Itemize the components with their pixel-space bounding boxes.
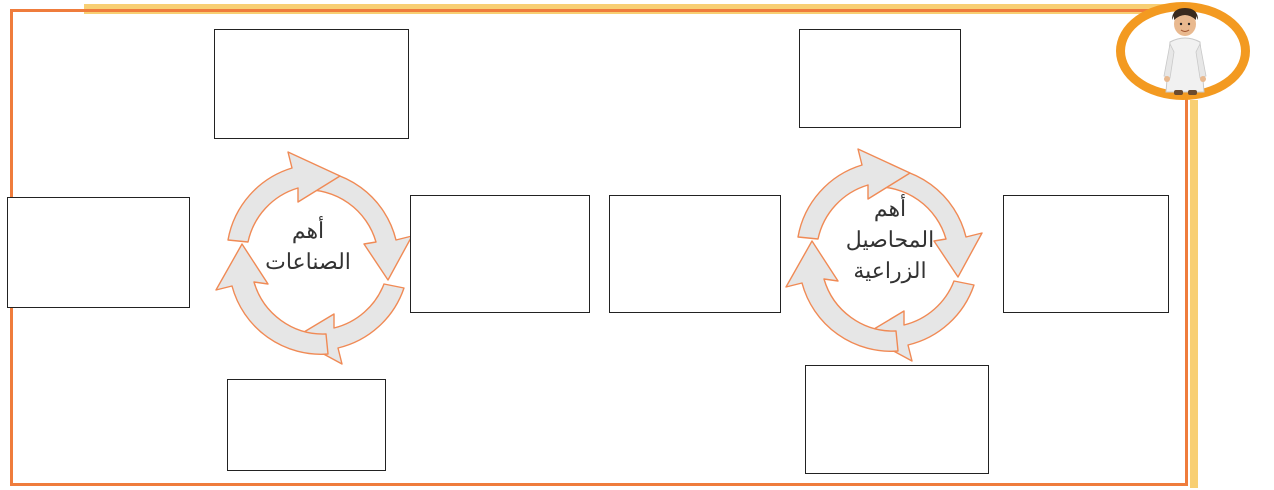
center-line-1: أهم (291, 219, 325, 244)
answer-box-industries-right[interactable] (410, 195, 590, 313)
answer-box-industries-top[interactable] (214, 29, 409, 139)
answer-box-crops-right[interactable] (1003, 195, 1169, 313)
center-line-2: المحاصيل (845, 228, 935, 253)
cycle-center-label-industries: أهم الصناعات (238, 216, 378, 278)
answer-box-crops-left[interactable] (609, 195, 781, 313)
answer-box-industries-left[interactable] (7, 197, 190, 308)
center-line-3: الزراعية (853, 259, 927, 284)
center-line-1: أهم (873, 197, 907, 222)
center-line-2: الصناعات (265, 250, 351, 275)
student-boy-icon (1163, 8, 1207, 95)
answer-box-crops-top[interactable] (799, 29, 961, 128)
cycle-center-label-crops: أهم المحاصيل الزراعية (815, 194, 965, 287)
frame-right-shadow (1190, 100, 1198, 488)
answer-box-industries-bottom[interactable] (227, 379, 386, 471)
answer-box-crops-bottom[interactable] (805, 365, 989, 474)
